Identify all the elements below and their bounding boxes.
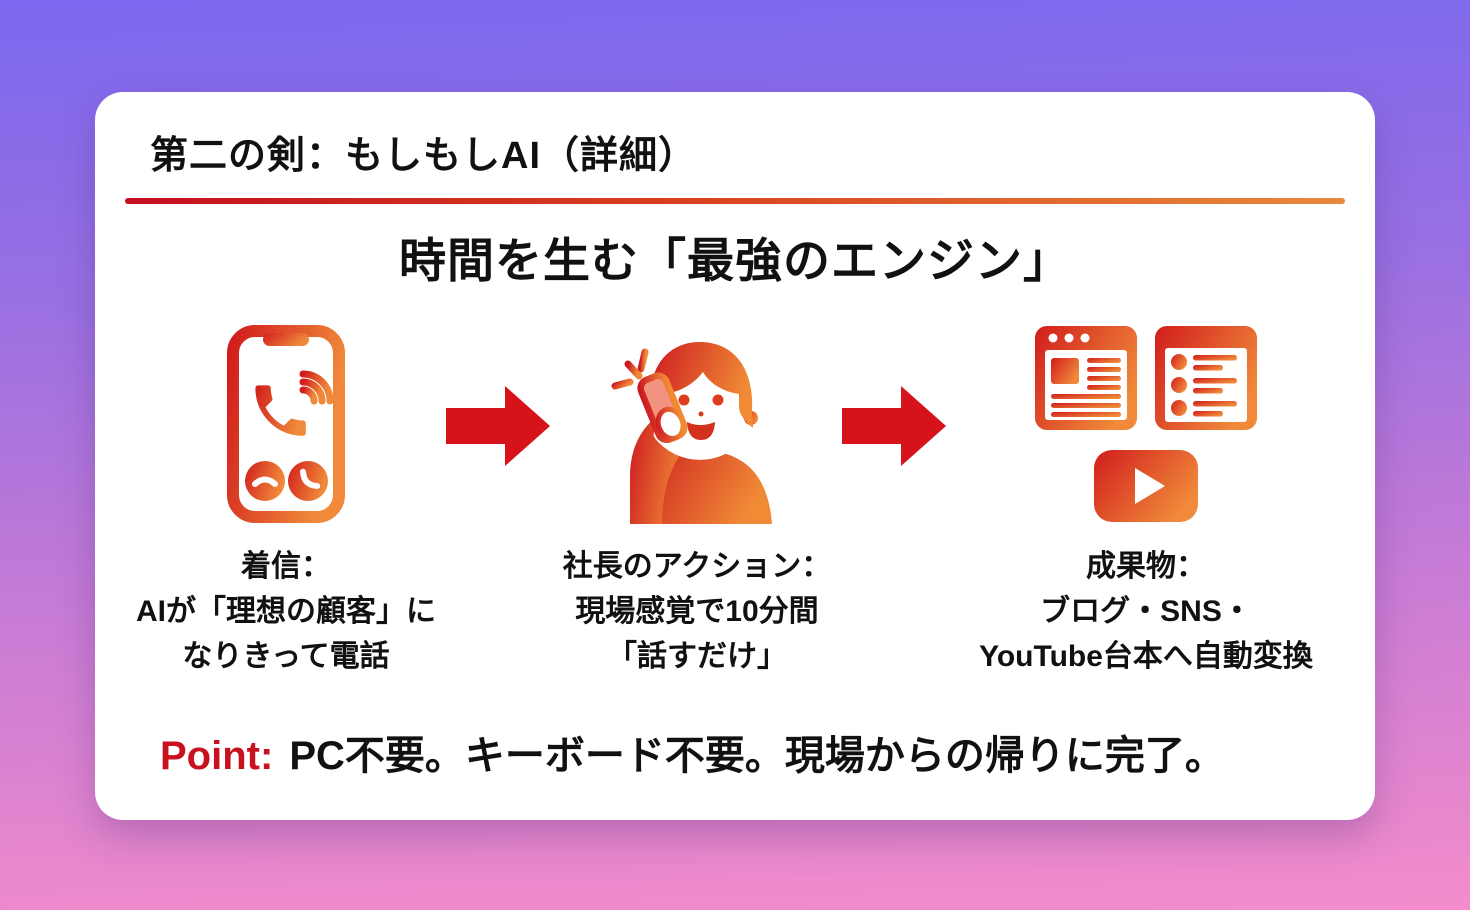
slide-subtitle: 時間を生む「最強のエンジン」 [399,234,1071,287]
incoming-call-smartphone-icon [227,325,345,523]
step-label: 社長のアクション： 現場感覚で10分間 「話すだけ」 [563,544,832,679]
step-label-line: 「話すだけ」 [607,640,787,673]
step-icon-box [227,324,345,524]
step-label-line: YouTube台本へ自動変換 [979,640,1313,673]
blog-sns-youtube-outputs-icon [1035,326,1257,522]
person-talking-on-phone-icon [611,342,772,524]
blog-window-icon [1035,326,1137,430]
step-label: 着信： AIが「理想の顧客」に なりきって電話 [136,544,436,679]
flow-step-president-action: 社長のアクション： 現場感覚で10分間 「話すだけ」 [552,324,842,679]
step-label: 成果物： ブログ・SNS・ YouTube台本へ自動変換 [979,544,1313,679]
step-label-line: なりきって電話 [182,640,390,673]
flow-arrow-right-icon [842,386,946,466]
step-label-line: AIが「理想の顧客」に [136,595,436,628]
sns-list-window-icon [1155,326,1257,430]
step-label-line: ブログ・SNS・ [1040,595,1252,628]
point-line: Point: PC不要。キーボード不要。現場からの帰りに完了。 [160,723,1345,781]
point-label: Point: [160,734,274,778]
step-label-line: 現場感覚で10分間 [575,595,819,628]
step-icon-box [602,324,792,524]
slide-card: 第二の剣：もしもしAI（詳細） 時間を生む「最強のエンジン」 [95,92,1375,820]
flow-step-outputs: 成果物： ブログ・SNS・ YouTube台本へ自動変換 [948,324,1344,679]
process-flow: 着信： AIが「理想の顧客」に なりきって電話 [125,324,1345,679]
youtube-play-icon [1094,450,1198,522]
flow-arrow-right-icon [446,386,550,466]
flow-step-incoming-call: 着信： AIが「理想の顧客」に なりきって電話 [126,324,446,679]
title-divider-line [125,198,1345,204]
step-label-line: 成果物： [1086,550,1206,583]
step-label-line: 着信： [241,550,331,583]
step-label-line: 社長のアクション： [562,550,832,583]
step-icon-box [1031,324,1261,524]
slide-title: 第二の剣：もしもしAI（詳細） [150,135,698,177]
point-text: PC不要。キーボード不要。現場からの帰りに完了。 [289,734,1225,778]
